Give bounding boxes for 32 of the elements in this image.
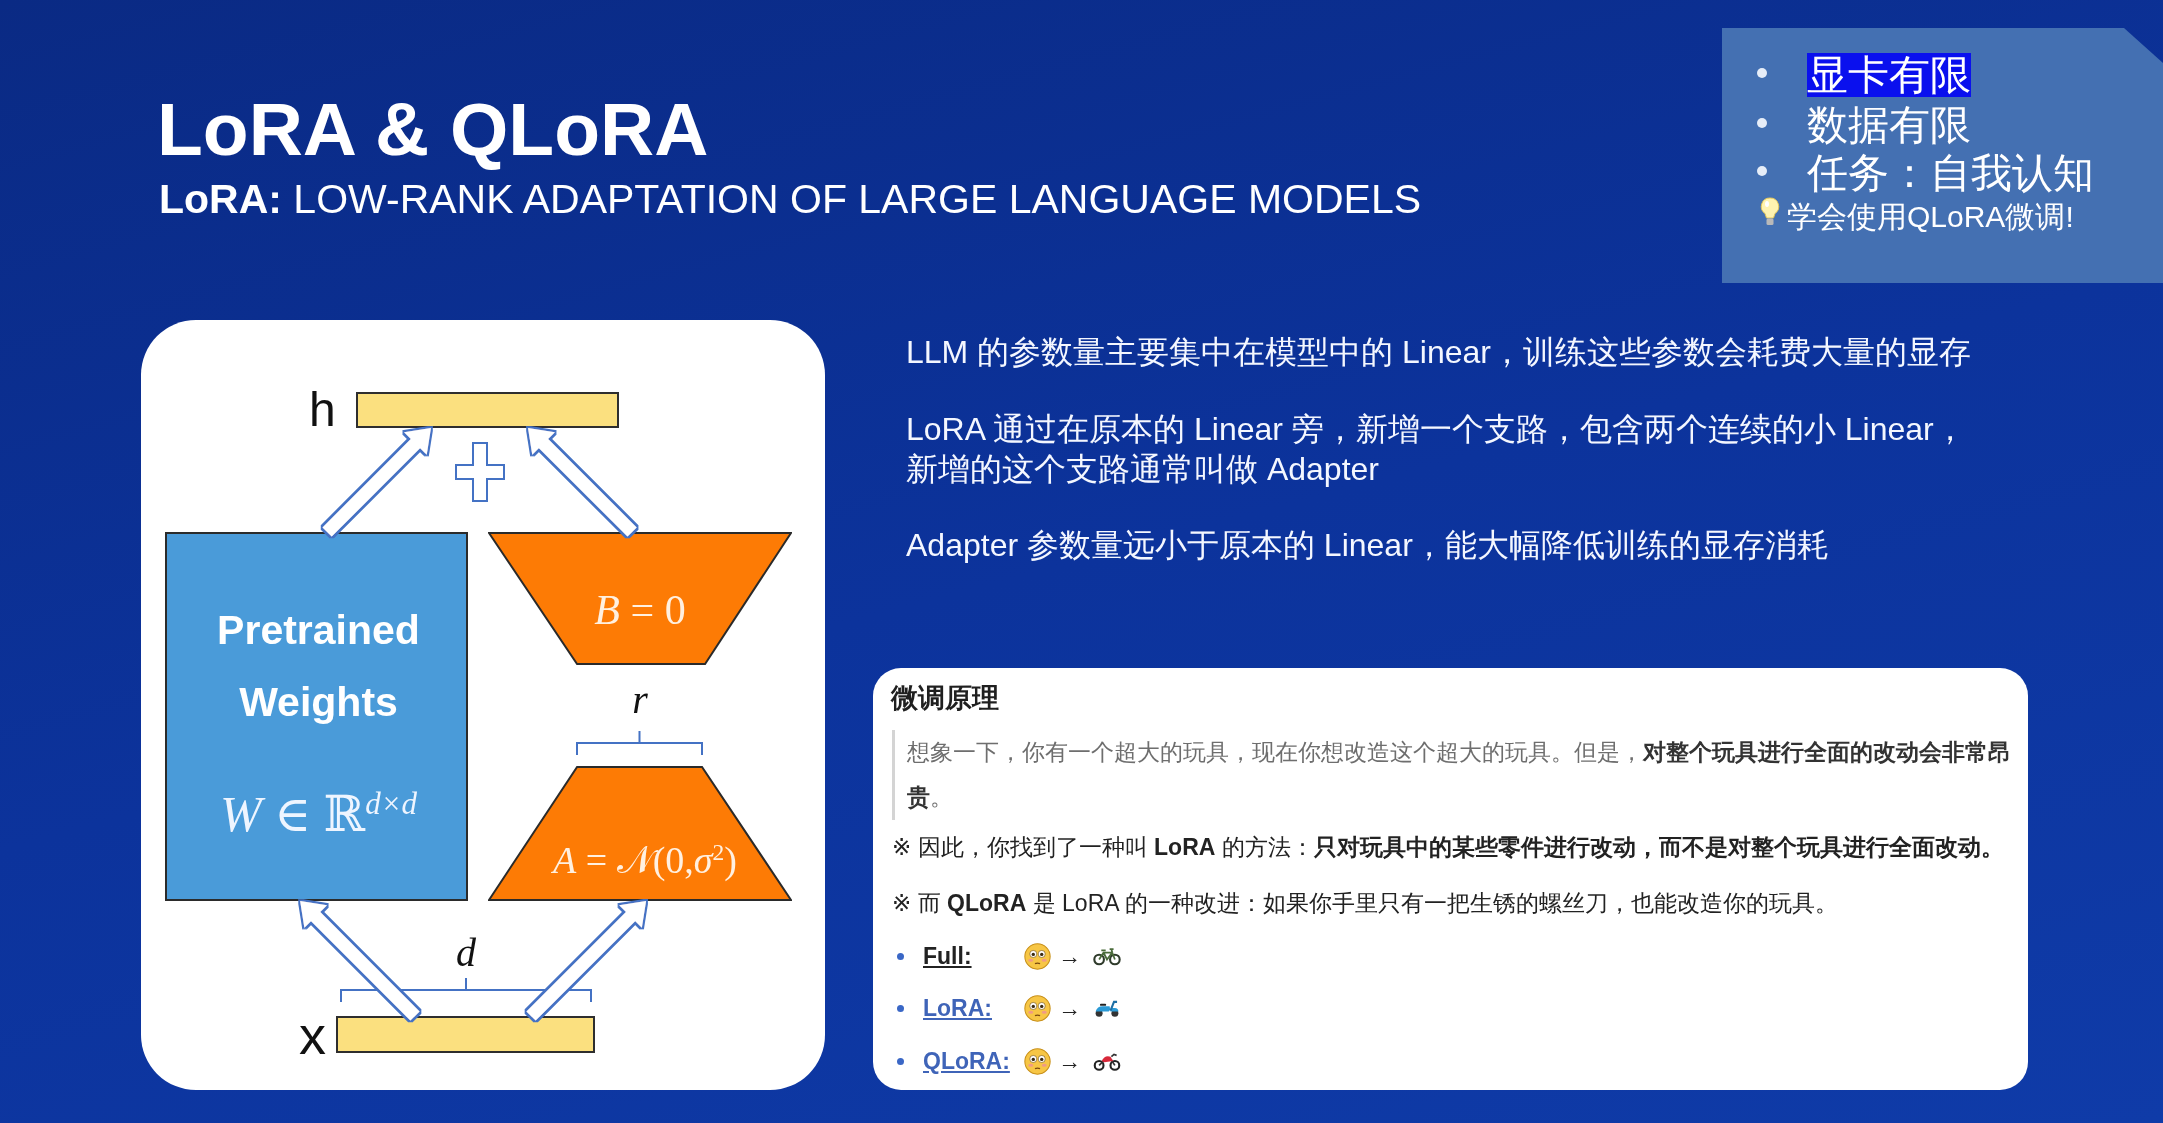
link-text: QLoRA: [923, 1047, 1010, 1076]
formula-text: A = 𝒩(0,σ$^{2}$) [553, 838, 737, 883]
bullet-text: 显卡有限 [1807, 53, 1971, 97]
arrow-text: → [1058, 1047, 1081, 1076]
note-text: ※ 因此，你找到了一种叫 LoRA 的方法：只对玩具中的某些零件进行改动，而不是对整个玩具进行全面改动。 [892, 833, 2004, 862]
info-card [873, 668, 2028, 1090]
arrow-text: → [1058, 994, 1081, 1023]
bullet-text: 数据有限 [1807, 103, 1971, 147]
vector-bar [356, 392, 619, 428]
variable-label: h [309, 386, 336, 434]
figure-card [141, 320, 825, 1090]
body-text: LLM 的参数量主要集中在模型中的 Linear，训练这些参数会耗费大量的显存 [906, 333, 1971, 372]
link-text: Full: [923, 942, 972, 971]
formula-text: B = 0 [594, 586, 686, 635]
link-text: LoRA: [923, 994, 992, 1023]
dimension-label: r [632, 680, 648, 720]
tip-text: 学会使用QLoRA微调! [1787, 199, 2074, 235]
variable-label: x [299, 1008, 326, 1062]
dimension-label: d [456, 933, 476, 973]
arrow-text: → [1058, 942, 1081, 971]
weights-block [165, 532, 468, 901]
vector-bar [336, 1016, 595, 1053]
formula-text: W ∈ ℝ$^{d×d}$ [219, 784, 418, 844]
body-text: Adapter 参数量远小于原本的 Linear，能大幅降低训练的显存消耗 [906, 526, 1829, 565]
slide-subtitle: LoRA: LOW-RANK ADAPTATION OF LARGE LANGUAGE MODELS [159, 179, 1422, 220]
body-text: LoRA 通过在原本的 Linear 旁，新增一个支路，包含两个连续的小 Linear，新增的这个支路通常叫做 Adapter [906, 410, 1967, 489]
quote-text: 想象一下，你有一个超大的玩具，现在你想改造这个超大的玩具。但是，对整个玩具进行全面的改动会非常昂贵。 [892, 730, 2024, 820]
note-text: ※ 而 QLoRA 是 LoRA 的一种改进：如果你手里只有一把生锈的螺丝刀，也能改造你的玩具。 [892, 889, 1838, 918]
note-panel [1722, 28, 2163, 283]
card-heading: 微调原理 [891, 682, 999, 714]
bullet-text: 任务：自我认知 [1807, 151, 2094, 195]
block-title: Pretrained Weights [216, 606, 421, 727]
